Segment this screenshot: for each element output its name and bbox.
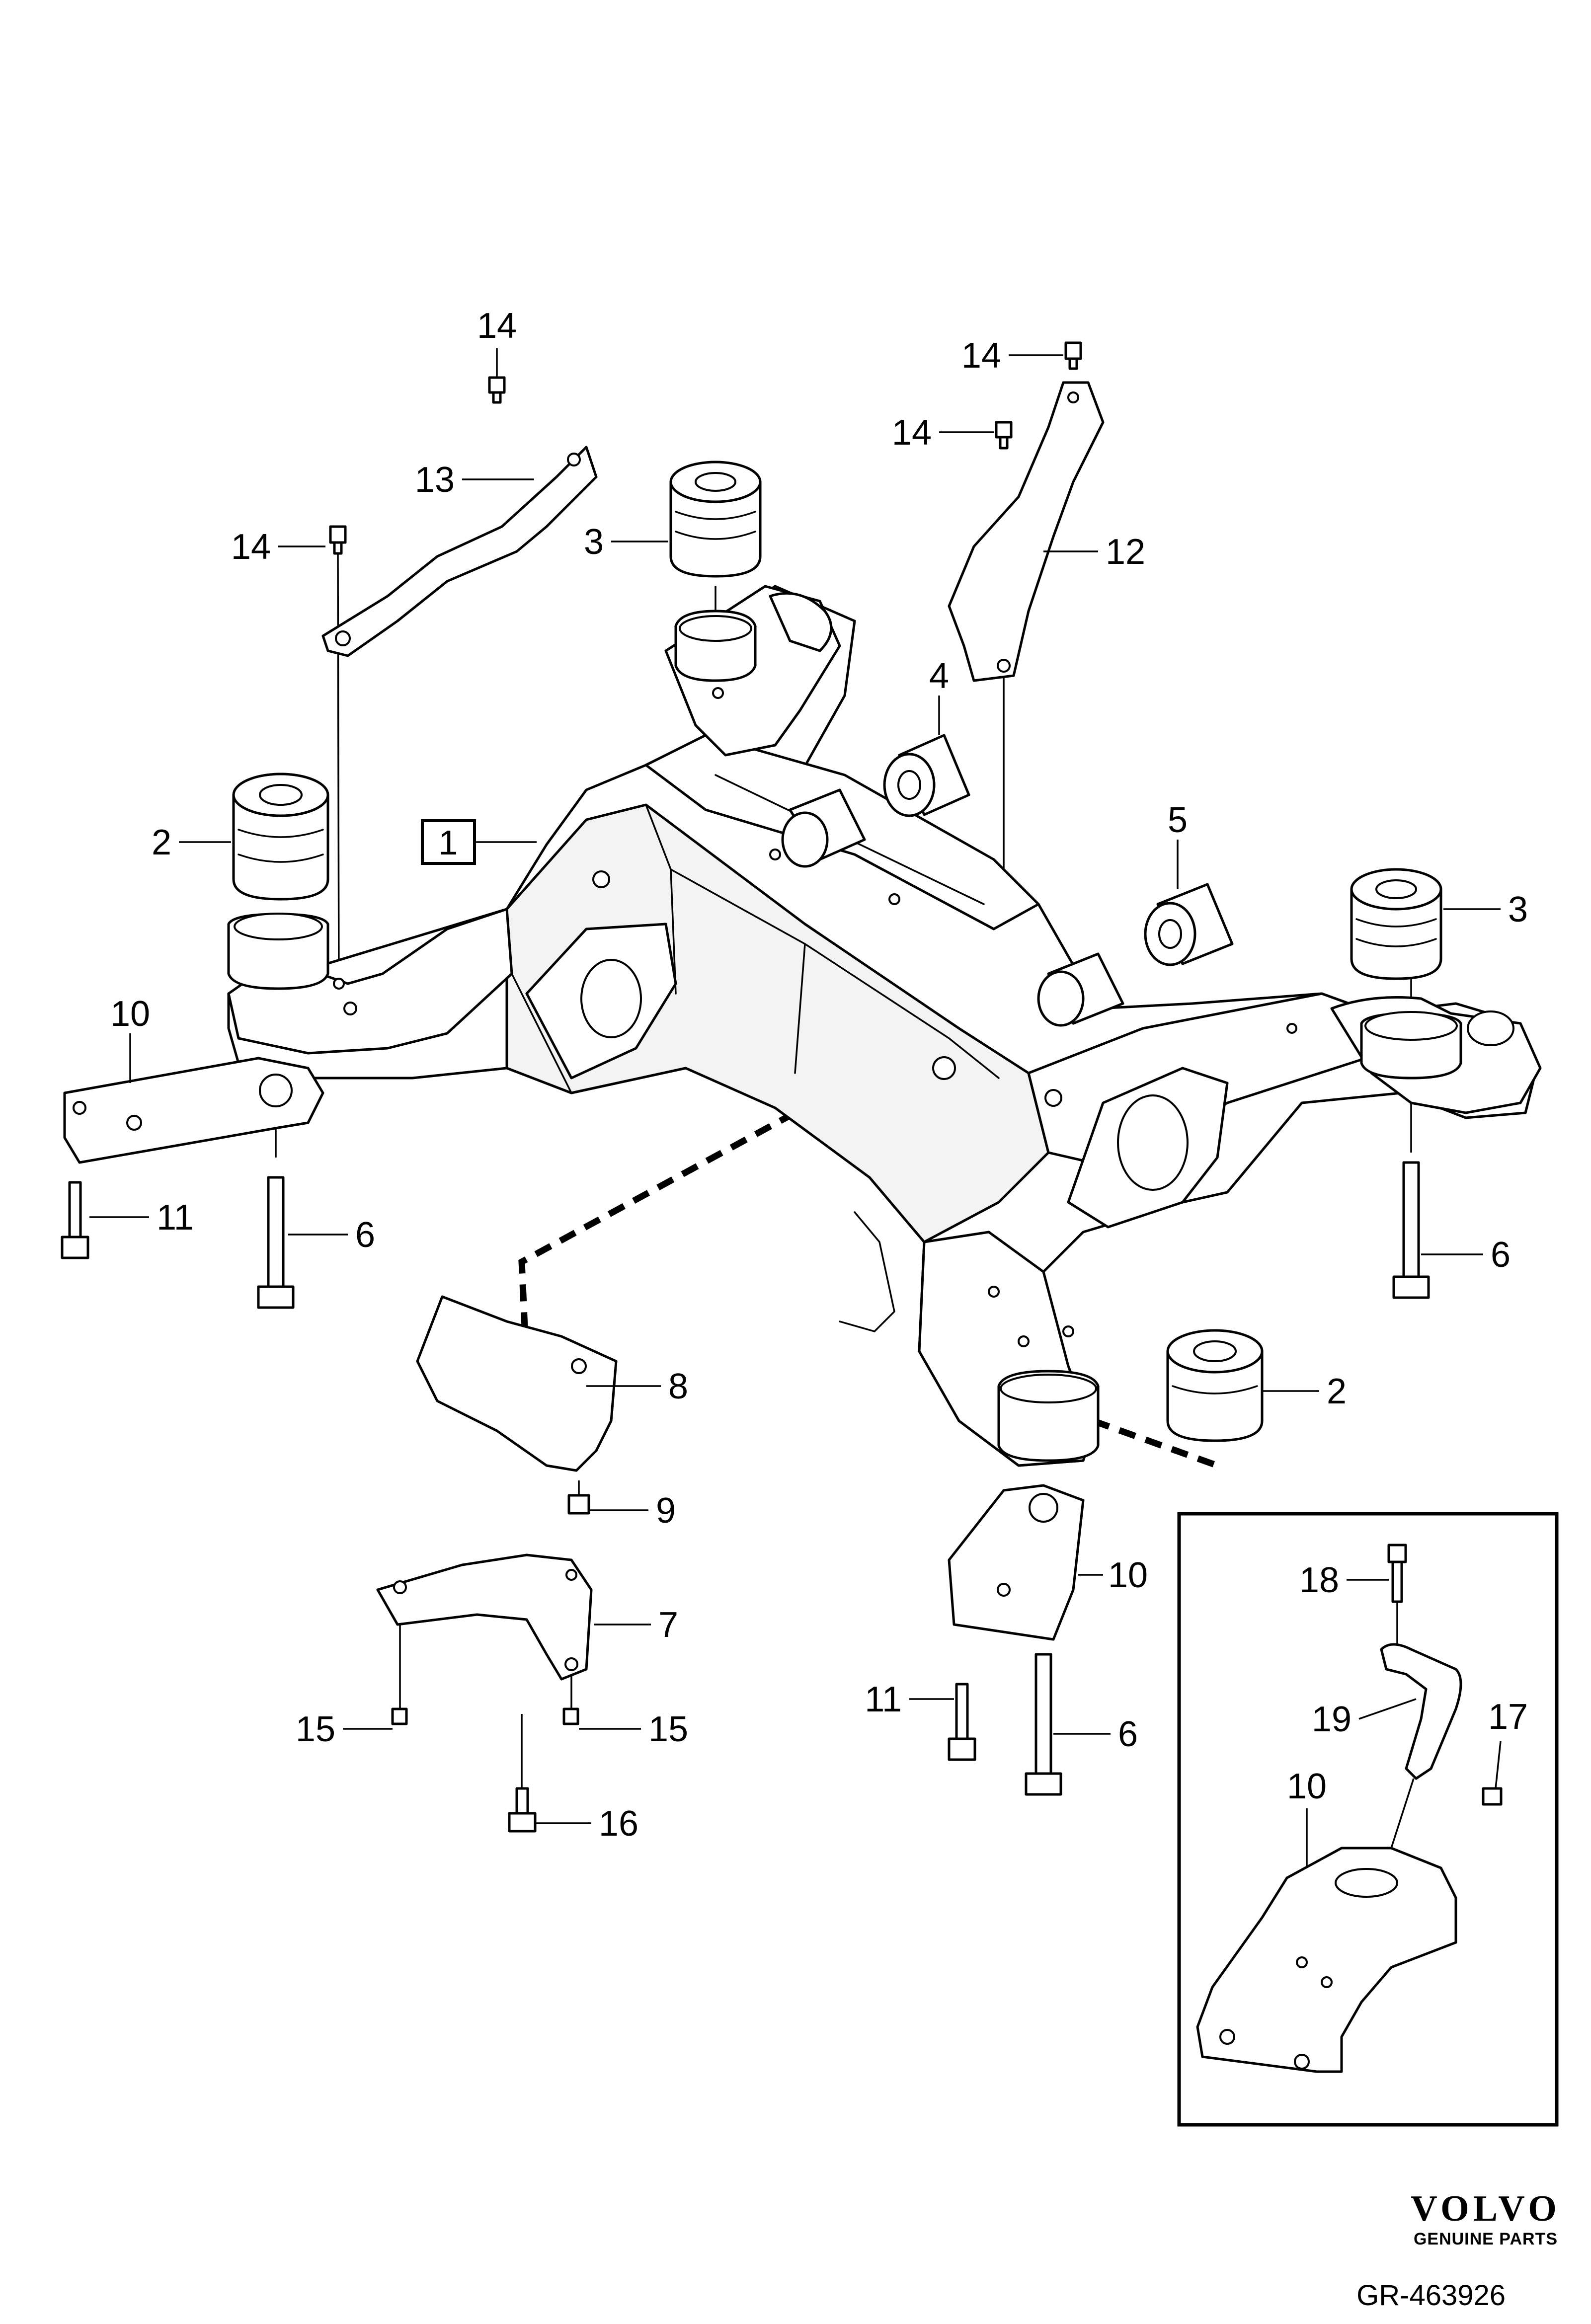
callout-2-right: 2 [1327, 1372, 1347, 1411]
callout-19: 19 [1312, 1700, 1352, 1739]
bolt-part-6-left [257, 1176, 295, 1309]
callout-12: 12 [1106, 532, 1145, 572]
bolt-part-15-right [562, 1707, 579, 1725]
callout-10-inset: 10 [1287, 1767, 1327, 1806]
callout-18: 18 [1299, 1560, 1339, 1600]
bolt-part-6-right [1392, 1161, 1430, 1299]
mounting-plate-part-10-left [63, 1057, 324, 1164]
callout-8: 8 [668, 1367, 688, 1406]
callout-9: 9 [656, 1491, 676, 1531]
bolt-part-14-d [995, 421, 1013, 450]
callout-14-top-left: 14 [477, 306, 517, 346]
callout-leaders [89, 348, 1502, 1868]
callout-17: 17 [1488, 1697, 1528, 1737]
callout-14-top-right: 14 [961, 336, 1001, 376]
callout-numbers: 14 13 14 3 14 14 12 4 2 1 5 3 10 11 6 6 … [110, 306, 1528, 1844]
callout-2-left: 2 [152, 823, 171, 862]
callout-14-right: 14 [892, 413, 932, 453]
callout-14-left: 14 [231, 527, 271, 567]
bracket-part-13 [321, 446, 598, 657]
branding: VOLVO GENUINE PARTS GR-463926 [1356, 2188, 1561, 2312]
callout-7: 7 [658, 1605, 678, 1645]
nut-part-9 [567, 1494, 590, 1515]
bushing-part-3-right [1350, 868, 1442, 980]
bracket-part-7 [376, 1553, 593, 1681]
bushing-part-2-right [1166, 1329, 1264, 1442]
callout-16: 16 [599, 1804, 638, 1844]
bolt-part-14-b [329, 525, 347, 555]
bolt-part-16 [508, 1787, 537, 1833]
mounting-plate-part-10-right [948, 1484, 1085, 1641]
frame-holes [333, 687, 1297, 1347]
callout-6-center: 6 [1118, 1714, 1138, 1754]
brand-logo-text: VOLVO [1411, 2188, 1561, 2229]
callout-11-left: 11 [157, 1198, 194, 1238]
callout-10-center: 10 [1108, 1555, 1148, 1595]
callout-3-top: 3 [584, 522, 604, 562]
figure-id: GR-463926 [1356, 2279, 1506, 2312]
rear-subframe-part-1 [227, 585, 1542, 1467]
callout-10-left: 10 [110, 994, 150, 1034]
inset-detail-box [1177, 1512, 1559, 2127]
callout-15-left: 15 [296, 1709, 335, 1749]
bolt-part-15-left [391, 1707, 408, 1725]
bolt-part-11-left [61, 1181, 89, 1259]
bolt-part-11-right [948, 1683, 976, 1761]
callout-6-right: 6 [1491, 1235, 1511, 1275]
callout-1: 1 [439, 823, 458, 862]
brand-subtitle: GENUINE PARTS [1414, 2230, 1558, 2248]
callout-4: 4 [929, 656, 949, 696]
callout-5: 5 [1168, 800, 1188, 840]
heat-shield-part-8 [416, 1295, 618, 1472]
bushing-part-3-top [669, 461, 762, 578]
callout-6-left: 6 [355, 1215, 375, 1255]
callout-11-center: 11 [865, 1680, 902, 1719]
bushing-part-2-left [232, 773, 329, 901]
bolt-part-14-a [488, 376, 506, 404]
bushing-part-5 [1037, 883, 1234, 1027]
bolt-part-6-center [1025, 1653, 1062, 1796]
bracket-part-12 [948, 381, 1105, 682]
part-1-label-box [421, 819, 476, 865]
callout-3-right: 3 [1508, 890, 1528, 930]
callout-15-right: 15 [648, 1709, 688, 1749]
bolt-part-14-c [1064, 341, 1082, 370]
bushing-part-4 [781, 734, 970, 868]
callout-13: 13 [415, 460, 455, 500]
